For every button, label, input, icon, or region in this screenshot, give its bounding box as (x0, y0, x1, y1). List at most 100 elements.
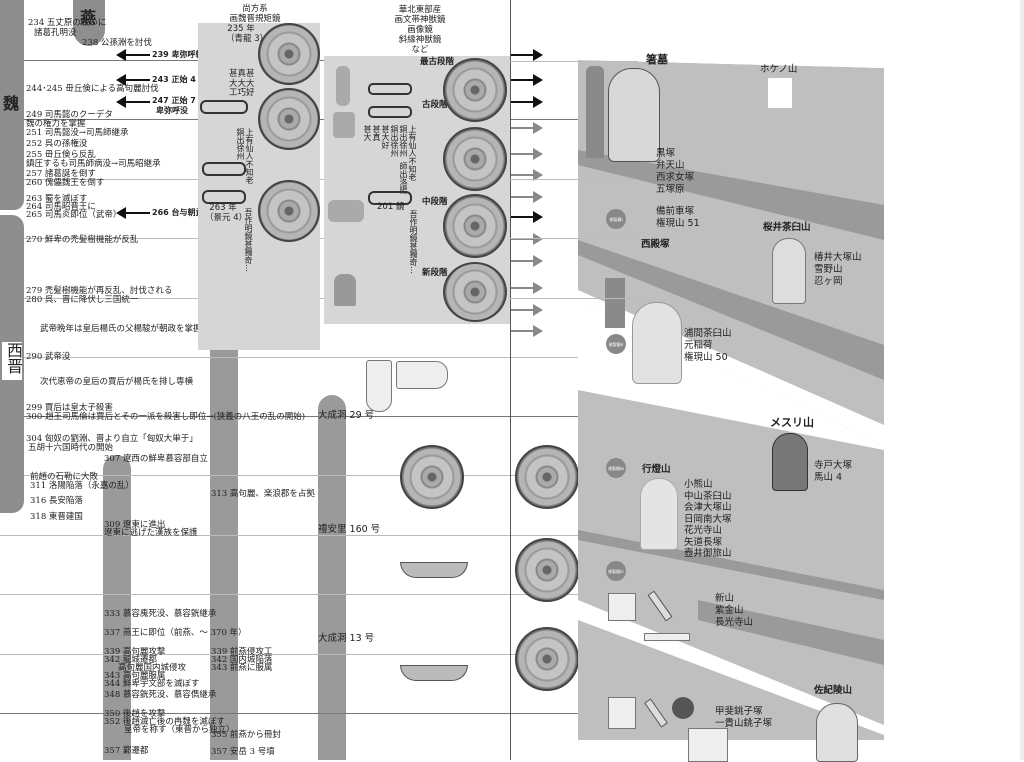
keyhole-tomb-icon (772, 238, 806, 304)
event-264: 264 司馬昭晋王に (26, 202, 96, 212)
murong-344: 344 鮮卑宇文部を滅ぼす (104, 679, 200, 689)
murong-348: 348 慕容皝死没、慕容儁継承 (104, 690, 217, 700)
timeline-divider (24, 416, 639, 417)
arrow-right-icon (511, 96, 543, 108)
scroll-ornament-icon (368, 83, 412, 95)
tribute-266: 266 台与朝貢 (152, 208, 204, 217)
timeline-divider (0, 535, 639, 536)
tomb-hashihaka: 箸墓 (646, 53, 668, 66)
event-255: 255 毌丘倹ら反乱 (26, 150, 96, 160)
event-252: 252 呉の孫権没 (26, 139, 88, 149)
mirror-broken-icon (258, 180, 320, 242)
event-249: 249 司馬懿のクーデタ (26, 110, 113, 120)
band-white-cut (578, 60, 884, 68)
arrow-right-gray-icon (511, 325, 543, 337)
tomb-daeseongdong-13: 大成洞 13 号 (318, 633, 375, 644)
goguryeo-355: 355 前燕から冊封 (211, 730, 281, 740)
event-238: 238 公孫淵を討伐 (82, 38, 152, 48)
murong-307: 307 遼西の鮮卑慕容部自立 (104, 454, 208, 464)
tomb-group7: 新山 紫金山 長光寺山 (715, 593, 754, 628)
event-260: 260 傀儡魏王を倒す (26, 178, 105, 188)
tomb-group6: 小熊山 中山茶臼山 会津大塚山 日岡南大塚 花光寺山 矢道長塚 壺井御旅山 (684, 479, 732, 559)
panel1-inscription-v3: 吾作明鏡甚獨奇… (244, 208, 253, 272)
tomb-nishitonozuka: 西殿塚 (641, 239, 670, 250)
stage-middle: 中段階 (422, 197, 448, 207)
panel2-inscr-v3: 師出洛陽 (399, 162, 408, 194)
armor-icon (608, 697, 636, 729)
event-311: 311 洛陽陥落（永嘉の乱） (30, 481, 134, 491)
gaya-bar (318, 395, 346, 760)
panel1-inscription-h: 甚真甚 大大大 工巧好 (229, 69, 255, 98)
tomb-hokenoyama: ホケノ山 (760, 64, 798, 75)
goguryeo-313: 313 高句麗、楽浪郡を占拠 (211, 489, 315, 499)
keyhole-tomb-icon (816, 703, 858, 762)
murong-309b: 遼東に逃げた漢族を保護 (104, 528, 198, 538)
tomb-group3: 椿井大塚山 雪野山 忍ヶ岡 (814, 252, 862, 287)
event-290: 290 武帝没 (26, 352, 71, 362)
arrow-right-gray-icon (511, 233, 543, 245)
stage-old: 古段階 (422, 100, 448, 110)
mirror-icon (443, 58, 507, 122)
murong-352b: 皇帝を称す（東晋から独立） (124, 725, 235, 735)
arrow-right-gray-icon (511, 191, 543, 203)
murong-309: 309 遼東に進出 (104, 520, 166, 530)
goguryeo-357: 357 安岳 3 号墳 (211, 747, 275, 757)
shield-icon (688, 728, 728, 762)
tomoe-ornament-icon (672, 697, 694, 719)
keyhole-tomb-icon (640, 478, 678, 550)
right-edge (1020, 0, 1024, 760)
scroll-ornament-icon (368, 191, 412, 205)
event-wudi-late: 武帝晩年は皇后楊氏の父楊駿が朝政を掌握 (40, 324, 202, 334)
mirror-icon (443, 262, 507, 322)
goguryeo-343: 343 前燕に服属 (211, 663, 273, 673)
panel2-inscr-v9: 吾作明鏡甚獨奇… (409, 210, 418, 274)
stage-oldest: 最古段階 (420, 57, 455, 67)
panel2-inscr-v5: 甚大好 (381, 125, 390, 149)
belt-plate-icon (396, 361, 448, 389)
tomb-group5: 寺戸大塚 馬山 4 (814, 460, 853, 483)
panel2-title: 華北東部産 画文帯神獣鏡 画像鏡 斜縁神獣鏡 など (394, 5, 446, 55)
timeline-divider (0, 654, 639, 655)
band-dark (578, 150, 884, 240)
tribute-247: 247 正始 7 年 卑弥呼没 (152, 96, 207, 115)
tribute-243: 243 正始 4 年 (152, 75, 207, 84)
event-300: 300-趙王司馬倫は賈后とその一派を殺害し即位→(狭義の八王の乱の開始) (26, 412, 306, 422)
keyhole-tomb-icon (772, 433, 808, 491)
event-270: 270 鮮卑の禿髪樹機能が反乱 (26, 235, 139, 245)
tomb-yeanri-160: 禮安里 160 号 (318, 524, 381, 535)
dynasty-label-wei: 魏 (3, 94, 20, 113)
haniwa-icon (605, 278, 625, 328)
goguryeo-339: 339 前燕侵攻工 (211, 647, 273, 657)
tomb-group4: 浦間茶臼山 元稲荷 権現山 50 (684, 328, 732, 363)
event-234: 234 五丈原の戦いに 諸葛孔明没 (28, 18, 107, 38)
tomb-sakiryoyama: 佐紀陵山 (814, 685, 853, 696)
panel2-inscr-v7: 甚大 (363, 125, 372, 141)
event-244: 244･245 毌丘倹による高句麗討伐 (26, 84, 159, 94)
dynasty-bar-wei: 魏 (0, 0, 24, 210)
arrow-left-icon (118, 101, 150, 103)
murong-352: 352 後趙滅亡後の冉魏を滅ぼす (104, 717, 225, 727)
tribute-239: 239 卑弥呼朝貢 (152, 50, 212, 59)
mirror-icon (258, 23, 320, 85)
murong-343: 343 高句麗服属 (104, 671, 166, 681)
murong-342: 342 龍城遷都 (104, 655, 157, 665)
panel1-title: 尚方系 画魏晋規矩鏡 (229, 4, 281, 24)
panel2-inscr-v6: 甚真 (372, 125, 381, 141)
dynasty-label-yan: 燕 (80, 8, 97, 27)
scroll-ornament-icon (202, 190, 246, 204)
murong-357: 357 鄴遷都 (104, 746, 149, 756)
murong-333: 333 慕容廆死没、慕容皝継承 (104, 609, 217, 619)
belt-buckle-icon (366, 360, 392, 412)
haniwa-icon (586, 66, 604, 158)
tomb-group8: 甲斐銚子塚 一貴山銚子塚 (715, 706, 773, 729)
band-dark (698, 600, 884, 665)
scroll-ornament-icon (368, 106, 412, 118)
badge-wasei-2: 倭製鏡Ⅱ (606, 334, 626, 354)
panel2-inscr-v1: 上有仙人不知老 (408, 125, 417, 181)
event-257: 257 諸葛誕を倒す (26, 169, 96, 179)
panel1-inscription-v1: 上有仙人不知老 (245, 128, 254, 184)
event-318: 318 東晋建国 (30, 512, 83, 522)
region-divider (510, 0, 511, 760)
tomb-sakurai-chausuyama: 桜井茶臼山 (763, 222, 811, 233)
panel2-date-201: 201 鏡 (377, 202, 405, 212)
